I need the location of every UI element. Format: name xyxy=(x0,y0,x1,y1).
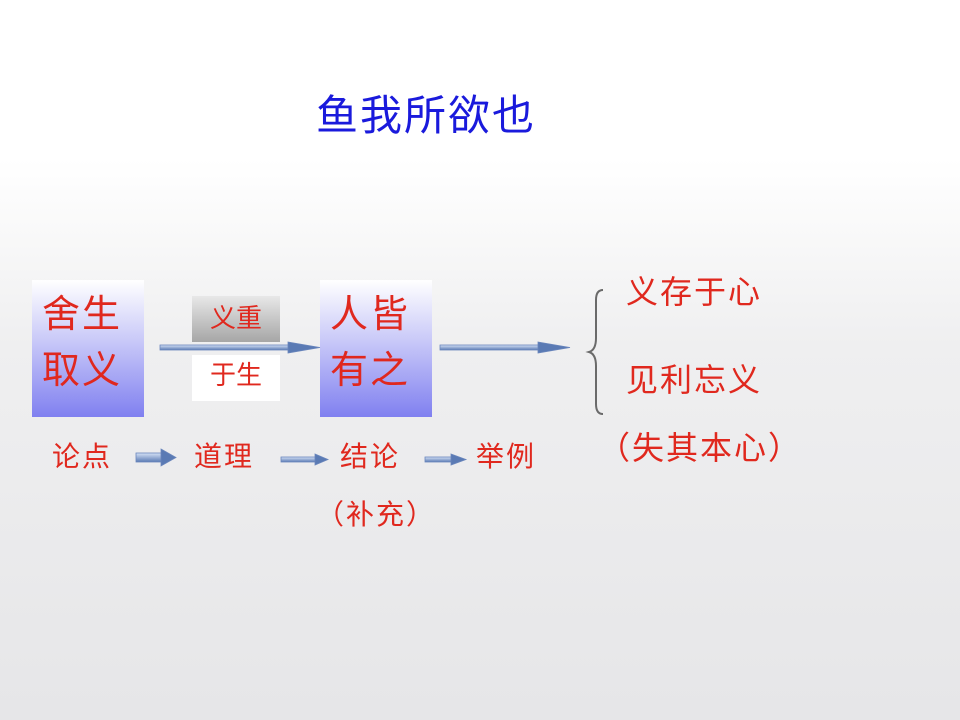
arrow-thesis-to-conclusion xyxy=(159,341,321,354)
flow-step-conclusion: 结论 xyxy=(340,440,401,473)
conclusion-line-2: 有之 xyxy=(330,348,411,392)
reason-box-bottom: 于生 xyxy=(192,355,280,401)
brace-note: （失其本心） xyxy=(598,429,803,467)
thesis-line-1: 舍生 xyxy=(42,292,123,336)
reason-top-text: 义重 xyxy=(209,304,262,334)
arrow-conclusion-to-brace xyxy=(439,341,571,354)
flow-step-thesis: 论点 xyxy=(52,440,113,473)
flow-step-reason: 道理 xyxy=(194,440,255,473)
curly-brace-icon xyxy=(585,289,604,415)
brace-item-1: 义存于心 xyxy=(626,273,763,311)
flow-arrow-2 xyxy=(280,453,330,466)
conclusion-box: 人皆 有之 xyxy=(320,280,432,417)
brace-item-2: 见利忘义 xyxy=(626,361,763,399)
conclusion-line-1: 人皆 xyxy=(330,292,411,336)
flow-arrow-1 xyxy=(135,448,177,467)
flow-note: （补充） xyxy=(316,498,437,531)
thesis-box: 舍生 取义 xyxy=(32,280,144,417)
reason-box-top: 义重 xyxy=(192,296,280,342)
reason-bottom-text: 于生 xyxy=(209,361,262,391)
thesis-line-2: 取义 xyxy=(42,348,123,392)
flow-arrow-3 xyxy=(424,453,468,466)
flow-step-example: 举例 xyxy=(476,440,537,473)
slide-title: 鱼我所欲也 xyxy=(316,91,537,140)
